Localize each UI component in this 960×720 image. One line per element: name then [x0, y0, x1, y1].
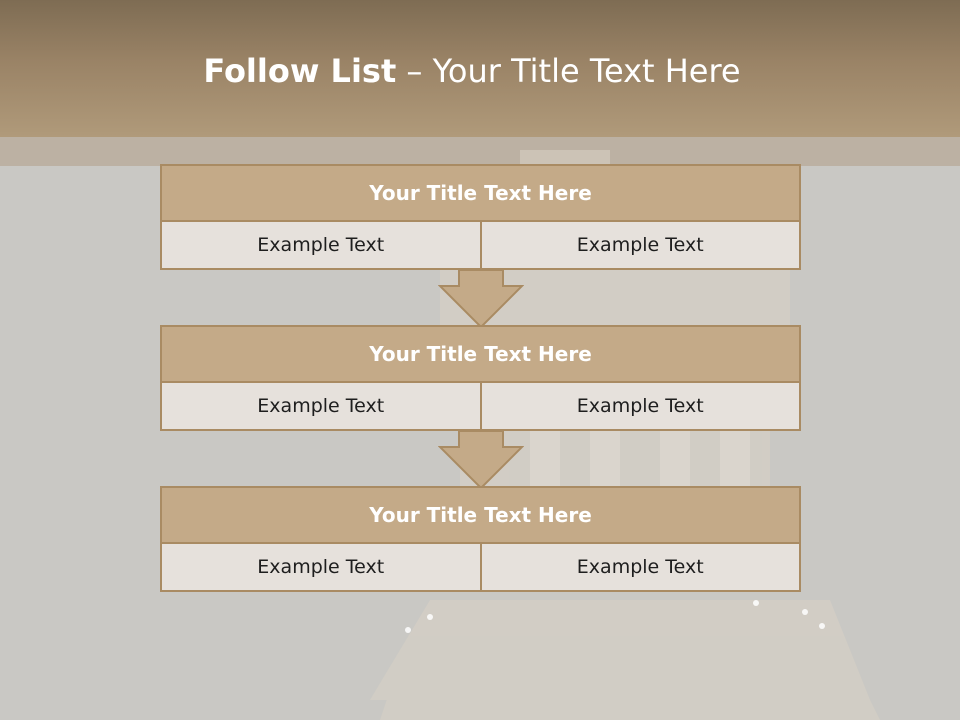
step-title: Your Title Text Here	[162, 488, 799, 544]
down-arrow-icon	[438, 431, 524, 489]
down-arrow-icon	[438, 270, 524, 328]
step-title: Your Title Text Here	[162, 166, 799, 222]
step-block-2: Your Title Text Here Example Text Exampl…	[160, 325, 801, 431]
title-bar-strip	[0, 137, 960, 166]
step-title: Your Title Text Here	[162, 327, 799, 383]
slide-title-bold: Follow List	[203, 52, 397, 90]
step-cell-right: Example Text	[479, 544, 799, 590]
step-block-1: Your Title Text Here Example Text Exampl…	[160, 164, 801, 270]
step-block-3: Your Title Text Here Example Text Exampl…	[160, 486, 801, 592]
step-row: Example Text Example Text	[162, 222, 799, 268]
step-cell-right: Example Text	[479, 383, 799, 429]
step-cell-left: Example Text	[162, 383, 480, 429]
slide-title-rest: – Your Title Text Here	[406, 52, 741, 90]
title-bar	[0, 0, 960, 137]
step-row: Example Text Example Text	[162, 383, 799, 429]
step-cell-left: Example Text	[162, 222, 480, 268]
slide-title: Follow List – Your Title Text Here	[0, 52, 944, 90]
background-building-image	[370, 150, 880, 720]
step-cell-left: Example Text	[162, 544, 480, 590]
step-row: Example Text Example Text	[162, 544, 799, 590]
step-cell-right: Example Text	[479, 222, 799, 268]
